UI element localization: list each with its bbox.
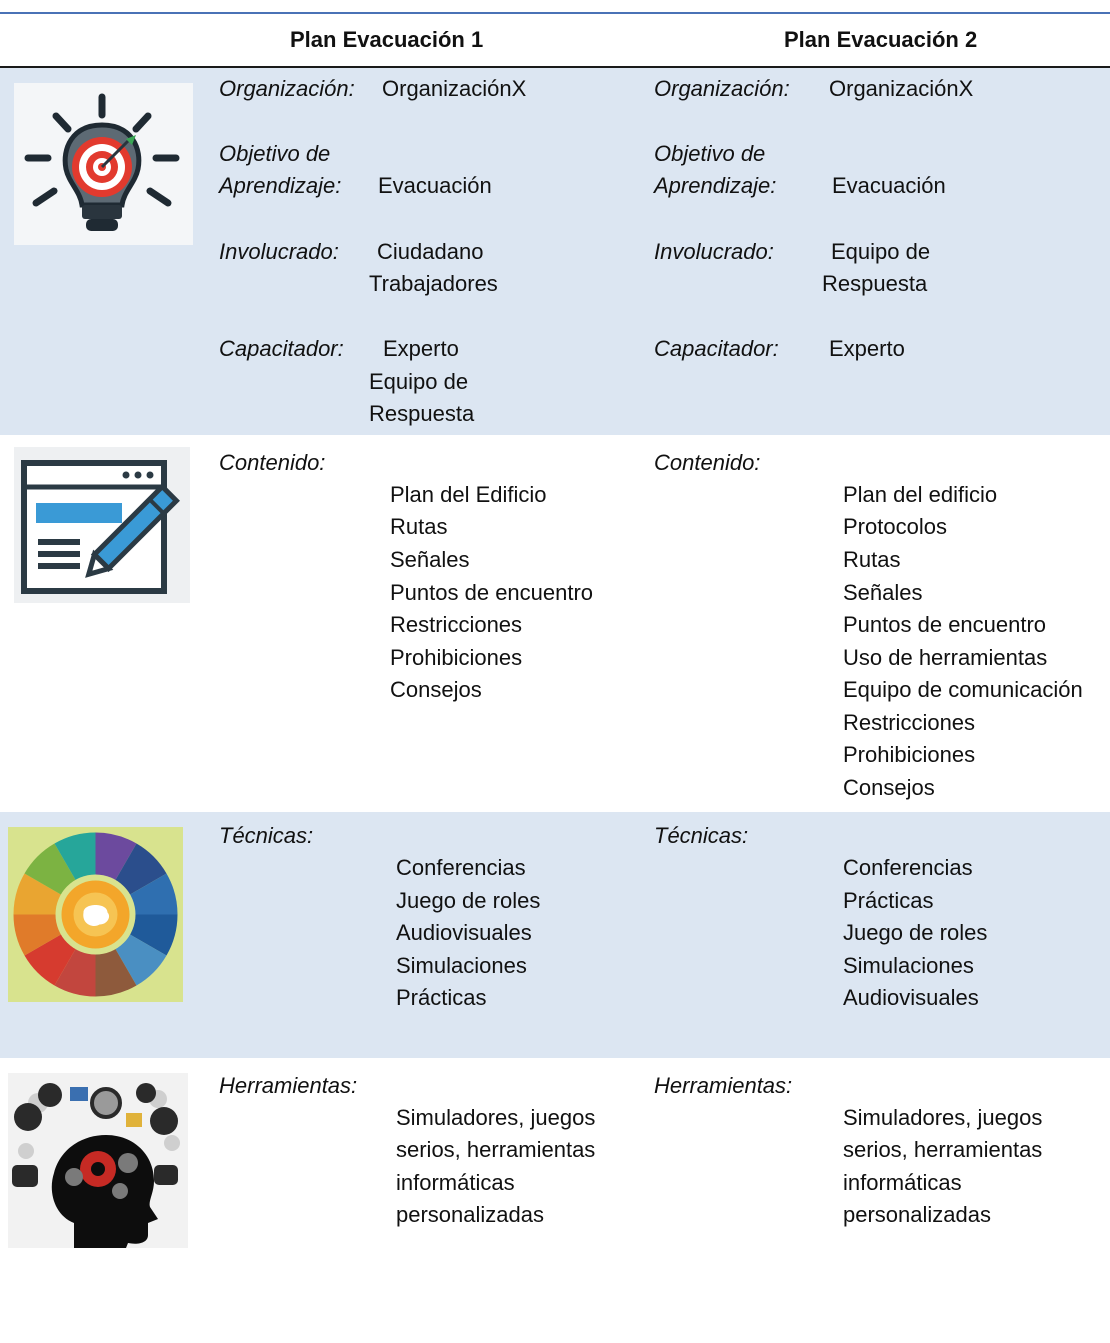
herramientas-item-plan-1: personalizadas bbox=[396, 1202, 544, 1227]
contenido-label-plan-1: Contenido: bbox=[219, 450, 326, 475]
contenido-item-plan-1: Puntos de encuentro bbox=[390, 580, 594, 605]
head-gears-icon bbox=[8, 1073, 188, 1248]
objetivo-label-1-plan-2: Objetivo de bbox=[654, 141, 766, 166]
tecnicas-band bbox=[0, 812, 1110, 1058]
capacitador-value-plan-1: Experto bbox=[383, 336, 459, 361]
column-header-plan-1: Plan Evacuación 1 bbox=[290, 27, 484, 52]
contenido-item-plan-2: Rutas bbox=[843, 547, 901, 572]
contenido-item-plan-2: Protocolos bbox=[843, 514, 947, 539]
objetivo-value-plan-2: Evacuación bbox=[832, 173, 946, 198]
header-rule bbox=[0, 66, 1110, 68]
herramientas-item-plan-2: Simuladores, juegos bbox=[843, 1105, 1043, 1130]
tecnicas-label-plan-2: Técnicas: bbox=[654, 823, 749, 848]
objetivo-label-2-plan-1: Aprendizaje: bbox=[219, 173, 342, 198]
herramientas-item-plan-2: informáticas bbox=[843, 1170, 962, 1195]
contenido-item-plan-2: Puntos de encuentro bbox=[843, 612, 1047, 637]
herramientas-label-plan-1: Herramientas: bbox=[219, 1073, 358, 1098]
tecnicas-label-plan-1: Técnicas: bbox=[219, 823, 314, 848]
involucrado-value-plan-1: Ciudadano bbox=[377, 239, 484, 264]
involucrado-value-plan-1: Trabajadores bbox=[369, 271, 498, 296]
involucrado-value-plan-2: Equipo de bbox=[831, 239, 931, 264]
capacitador-value-plan-2: Experto bbox=[829, 336, 905, 361]
contenido-item-plan-2: Restricciones bbox=[843, 710, 976, 735]
tecnicas-item-plan-2: Simulaciones bbox=[843, 953, 974, 978]
involucrado-label-plan-1: Involucrado: bbox=[219, 239, 339, 264]
contenido-item-plan-1: Consejos bbox=[390, 677, 482, 702]
org-label-plan-1: Organización: bbox=[219, 76, 355, 101]
tecnicas-item-plan-2: Juego de roles bbox=[843, 920, 988, 945]
contenido-item-plan-2: Equipo de comunicación bbox=[843, 677, 1083, 702]
column-header-plan-2: Plan Evacuación 2 bbox=[784, 27, 978, 52]
contenido-item-plan-1: Prohibiciones bbox=[390, 645, 523, 670]
tecnicas-item-plan-2: Prácticas bbox=[843, 888, 934, 913]
contenido-item-plan-2: Prohibiciones bbox=[843, 742, 976, 767]
contenido-item-plan-2: Uso de herramientas bbox=[843, 645, 1048, 670]
contenido-item-plan-2: Señales bbox=[843, 580, 923, 605]
objetivo-label-2-plan-2: Aprendizaje: bbox=[654, 173, 777, 198]
org-value-plan-2: OrganizaciónX bbox=[829, 76, 974, 101]
tecnicas-item-plan-1: Prácticas bbox=[396, 985, 487, 1010]
capacitador-label-plan-1: Capacitador: bbox=[219, 336, 344, 361]
org-label-plan-2: Organización: bbox=[654, 76, 790, 101]
contenido-item-plan-2: Consejos bbox=[843, 775, 935, 800]
objetivo-value-plan-1: Evacuación bbox=[378, 173, 492, 198]
herramientas-item-plan-1: serios, herramientas bbox=[396, 1137, 596, 1162]
capacitador-label-plan-2: Capacitador: bbox=[654, 336, 779, 361]
target-lightbulb-icon bbox=[14, 83, 193, 245]
contenido-item-plan-1: Rutas bbox=[390, 514, 448, 539]
objetivo-label-1-plan-1: Objetivo de bbox=[219, 141, 331, 166]
tecnicas-item-plan-2: Conferencias bbox=[843, 855, 973, 880]
contenido-item-plan-2: Plan del edificio bbox=[843, 482, 998, 507]
herramientas-item-plan-1: Simuladores, juegos bbox=[396, 1105, 596, 1130]
tecnicas-item-plan-1: Audiovisuales bbox=[396, 920, 532, 945]
org-value-plan-1: OrganizaciónX bbox=[382, 76, 527, 101]
involucrado-value-plan-2: Respuesta bbox=[822, 271, 928, 296]
involucrado-label-plan-2: Involucrado: bbox=[654, 239, 774, 264]
contenido-item-plan-1: Restricciones bbox=[390, 612, 523, 637]
contenido-item-plan-1: Plan del Edificio bbox=[390, 482, 547, 507]
herramientas-item-plan-2: serios, herramientas bbox=[843, 1137, 1043, 1162]
contenido-label-plan-2: Contenido: bbox=[654, 450, 761, 475]
tecnicas-item-plan-1: Conferencias bbox=[396, 855, 526, 880]
tecnicas-item-plan-1: Simulaciones bbox=[396, 953, 527, 978]
herramientas-item-plan-2: personalizadas bbox=[843, 1202, 991, 1227]
capacitador-value-plan-1: Respuesta bbox=[369, 401, 475, 426]
tecnicas-item-plan-1: Juego de roles bbox=[396, 888, 541, 913]
tecnicas-item-plan-2: Audiovisuales bbox=[843, 985, 979, 1010]
herramientas-label-plan-2: Herramientas: bbox=[654, 1073, 793, 1098]
top-rule bbox=[0, 12, 1110, 14]
document-edit-icon bbox=[14, 447, 190, 603]
capacitador-value-plan-1: Equipo de bbox=[369, 369, 469, 394]
herramientas-item-plan-1: informáticas bbox=[396, 1170, 515, 1195]
learning-wheel-icon bbox=[8, 827, 183, 1002]
contenido-item-plan-1: Señales bbox=[390, 547, 470, 572]
